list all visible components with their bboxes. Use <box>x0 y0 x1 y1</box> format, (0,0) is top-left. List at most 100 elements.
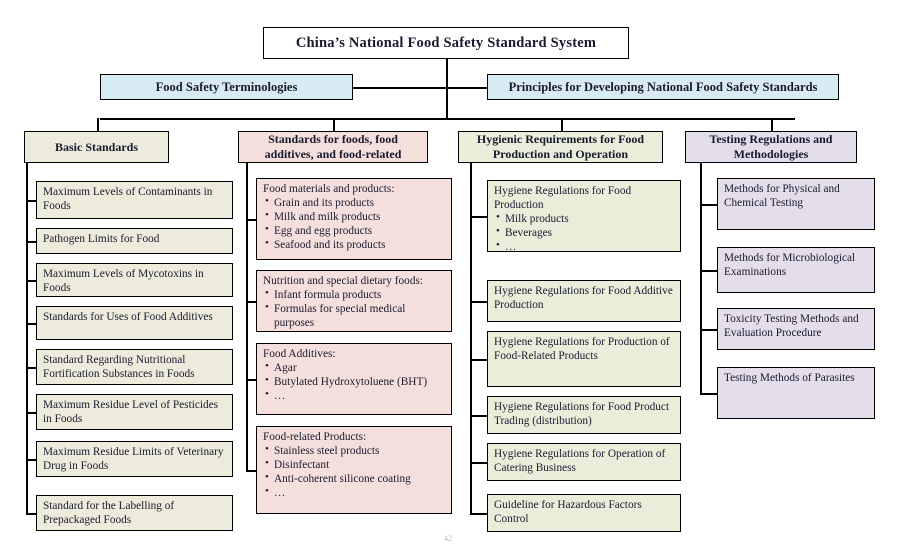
leaf-node-title: Maximum Levels of Contaminants in Foods <box>43 186 213 213</box>
leaf-node-bullet: Disinfectant <box>265 457 446 472</box>
leaf-node-bullet: Anti-coherent silicone coating <box>265 471 446 486</box>
leaf-connector-2-1 <box>246 219 256 221</box>
leaf-node-1-2: Pathogen Limits for Food <box>36 228 233 254</box>
leaf-node-3-5: Hygiene Regulations for Operation of Cat… <box>487 443 681 481</box>
column-spine-1 <box>26 163 28 515</box>
leaf-node-title: Hygiene Regulations for Production of Fo… <box>494 336 670 363</box>
leaf-node-3-6: Guideline for Hazardous Factors Control <box>487 494 681 532</box>
leaf-node-bullet-list: AgarButylated Hydroxytoluene (BHT)… <box>263 360 446 403</box>
leaf-node-3-2: Hygiene Regulations for Food Additive Pr… <box>487 280 681 322</box>
category-header-label: Basic Standards <box>54 139 139 154</box>
leaf-node-bullet-label: … <box>274 487 286 500</box>
category-drop-2 <box>333 118 335 131</box>
leaf-node-bullet: Butylated Hydroxytoluene (BHT) <box>265 374 446 389</box>
category-header-2: Standards for foods, food additives, and… <box>238 131 428 163</box>
leaf-node-1-3: Maximum Levels of Mycotoxins in Foods <box>36 263 233 297</box>
leaf-node-bullet-label: Agar <box>274 362 297 375</box>
column-spine-3 <box>470 163 472 515</box>
leaf-node-1-6: Maximum Residue Level of Pesticides in F… <box>36 394 233 430</box>
leaf-node-4-1: Methods for Physical and Chemical Testin… <box>717 178 875 230</box>
leaf-node-4-3: Toxicity Testing Methods and Evaluation … <box>717 308 875 350</box>
leaf-connector-1-8 <box>26 513 36 515</box>
leaf-connector-1-4 <box>26 323 36 325</box>
leaf-node-bullet: Milk products <box>496 211 675 226</box>
leaf-node-3-3: Hygiene Regulations for Production of Fo… <box>487 331 681 387</box>
leaf-node-1-7: Maximum Residue Limits of Veterinary Dru… <box>36 441 233 477</box>
leaf-node-3-1: Hygiene Regulations for Food ProductionM… <box>487 180 681 254</box>
leaf-node-bullet-label: Milk and milk products <box>274 211 381 224</box>
leaf-node-2-4: Food-related Products:Stainless steel pr… <box>256 426 452 514</box>
level2-connector-left <box>353 87 448 89</box>
leaf-node-bullet: Stainless steel products <box>265 443 446 458</box>
leaf-node-bullet: … <box>265 485 446 500</box>
leaf-connector-3-1 <box>470 216 487 218</box>
leaf-node-2-2: Nutrition and special dietary foods:Infa… <box>256 270 452 332</box>
leaf-node-title: Maximum Residue Limits of Veterinary Dru… <box>43 446 224 473</box>
category-header-1: Basic Standards <box>24 131 169 163</box>
category-header-3: Hygienic Requirements for Food Productio… <box>458 131 663 163</box>
leaf-connector-3-2 <box>470 301 487 303</box>
leaf-node-title: Hygiene Regulations for Food Production <box>494 185 632 212</box>
leaf-node-bullet-list: Stainless steel productsDisinfectantAnti… <box>263 443 446 500</box>
leaf-node-bullet-list: Milk productsBeverages… <box>494 211 675 254</box>
leaf-connector-2-3 <box>246 379 256 381</box>
level2-connector-right <box>446 87 487 89</box>
leaf-node-title: Testing Methods of Parasites <box>724 372 855 384</box>
leaf-node-bullet-label: Stainless steel products <box>274 445 380 458</box>
leaf-node-bullet-label: Butylated Hydroxytoluene (BHT) <box>274 376 428 389</box>
leaf-connector-3-6 <box>470 513 487 515</box>
leaf-node-bullet: … <box>265 388 446 403</box>
leaf-connector-3-4 <box>470 415 487 417</box>
leaf-node-title: Food Additives: <box>263 348 336 360</box>
leaf-node-1-8: Standard for the Labelling of Prepackage… <box>36 495 233 531</box>
root-node-label: China’s National Food Safety Standard Sy… <box>295 34 597 51</box>
leaf-node-title: Standards for Uses of Food Additives <box>43 311 213 323</box>
leaf-node-bullet-label: Seafood and its products <box>274 239 386 252</box>
leaf-connector-1-5 <box>26 367 36 369</box>
leaf-node-bullet: Milk and milk products <box>265 209 446 224</box>
column-spine-4 <box>700 163 702 395</box>
leaf-node-4-4: Testing Methods of Parasites <box>717 367 875 419</box>
category-drop-1 <box>96 118 99 131</box>
column-spine-2 <box>246 163 248 472</box>
level2-node-label: Principles for Developing National Food … <box>508 79 818 94</box>
leaf-node-title: Methods for Physical and Chemical Testin… <box>724 183 840 210</box>
category-header-label: Standards for foods, food additives, and… <box>264 132 402 161</box>
root-stem <box>446 59 448 120</box>
leaf-node-bullet-label: Egg and egg products <box>274 225 373 238</box>
leaf-node-bullet-label: Infant formula products <box>274 289 382 302</box>
page-number-artifact: 42 <box>444 534 452 543</box>
leaf-node-bullet: Seafood and its products <box>265 237 446 252</box>
category-header-label: Testing Regulations and Methodologies <box>709 132 833 161</box>
leaf-connector-1-3 <box>26 280 36 282</box>
leaf-node-4-2: Methods for Microbiological Examinations <box>717 247 875 293</box>
leaf-connector-1-6 <box>26 412 36 414</box>
leaf-node-1-1: Maximum Levels of Contaminants in Foods <box>36 181 233 219</box>
category-header-label: Hygienic Requirements for Food Productio… <box>476 132 645 161</box>
level2-node-1: Food Safety Terminologies <box>100 74 353 100</box>
leaf-node-bullet: Grain and its products <box>265 195 446 210</box>
leaf-node-bullet: Formulas for special medical purposes <box>265 301 446 330</box>
leaf-node-title: Food materials and products: <box>263 183 395 195</box>
leaf-node-2-1: Food materials and products:Grain and it… <box>256 178 452 260</box>
leaf-node-1-4: Standards for Uses of Food Additives <box>36 306 233 340</box>
leaf-node-1-5: Standard Regarding Nutritional Fortifica… <box>36 349 233 385</box>
leaf-node-2-3: Food Additives:AgarButylated Hydroxytolu… <box>256 343 452 415</box>
leaf-node-bullet-list: Infant formula productsFormulas for spec… <box>263 287 446 330</box>
leaf-node-title: Food-related Products: <box>263 431 367 443</box>
category-bus <box>100 118 795 120</box>
leaf-node-bullet: Egg and egg products <box>265 223 446 238</box>
leaf-connector-1-7 <box>26 459 36 461</box>
category-header-4: Testing Regulations and Methodologies <box>685 131 857 163</box>
leaf-node-bullet-label: Milk products <box>505 213 569 226</box>
leaf-connector-4-3 <box>700 329 717 331</box>
leaf-node-bullet-label: Grain and its products <box>274 197 375 210</box>
leaf-node-title: Standard Regarding Nutritional Fortifica… <box>43 354 195 381</box>
leaf-connector-4-1 <box>700 204 717 206</box>
leaf-connector-2-2 <box>246 301 256 303</box>
leaf-node-bullet: Agar <box>265 360 446 375</box>
leaf-connector-3-3 <box>470 359 487 361</box>
leaf-node-bullet-label: … <box>505 241 517 254</box>
leaf-node-bullet-list: Grain and its productsMilk and milk prod… <box>263 195 446 252</box>
